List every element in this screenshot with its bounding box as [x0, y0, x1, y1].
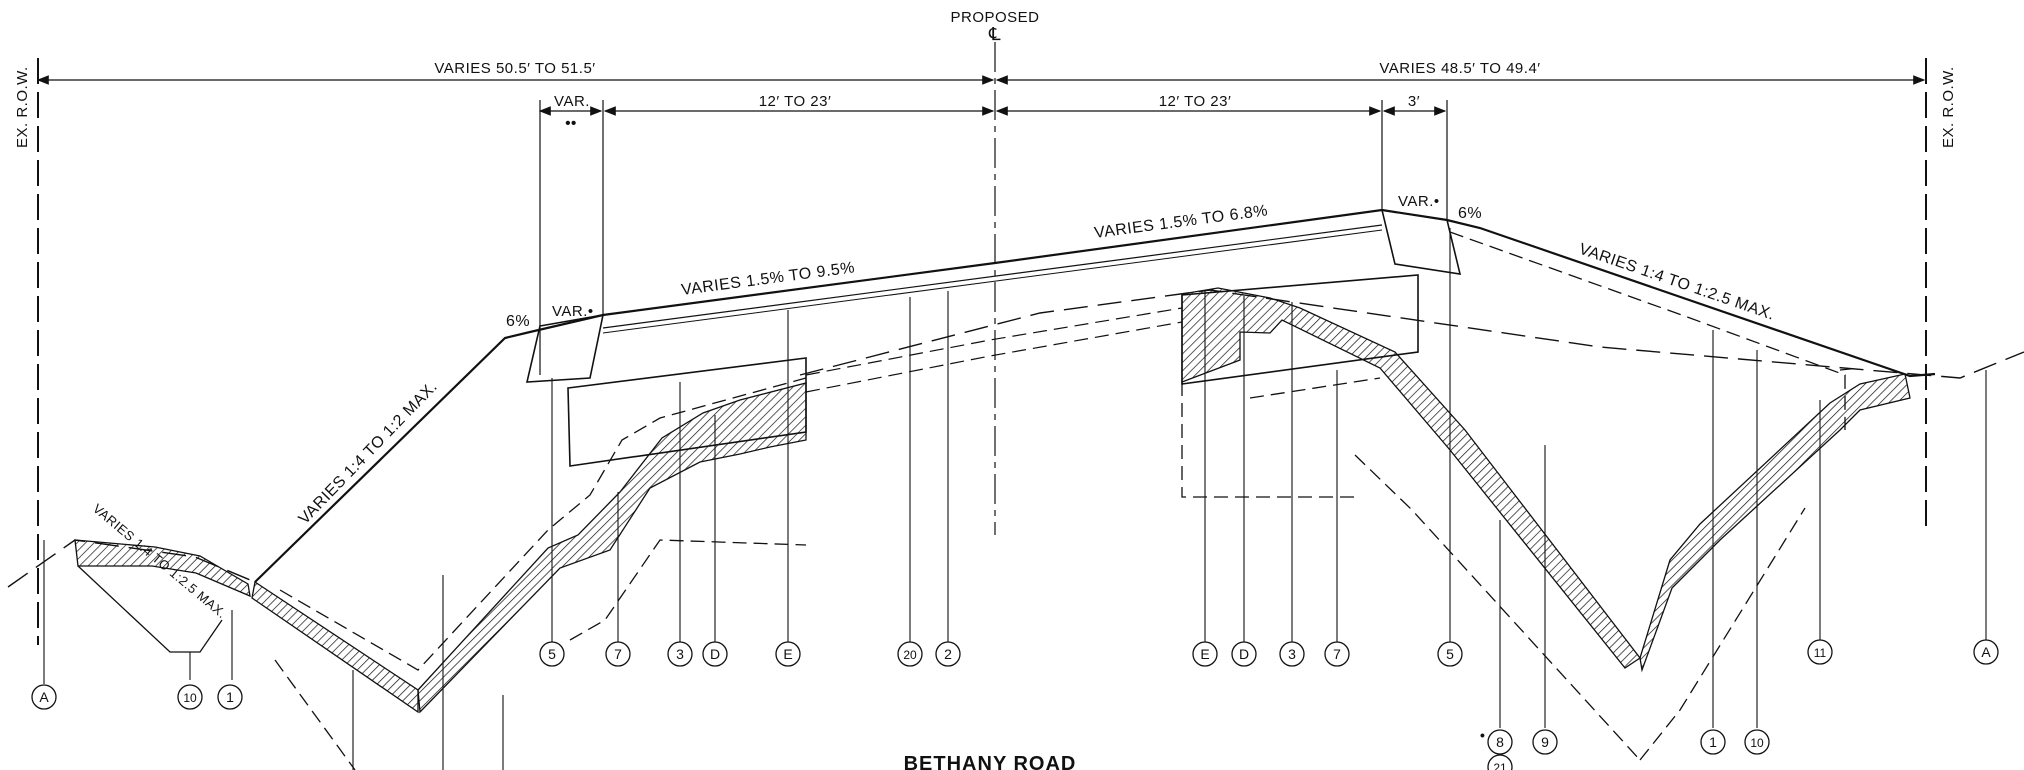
svg-text:1: 1 [226, 689, 234, 705]
svg-text:7: 7 [614, 646, 622, 662]
dim-lane-left: 12′ TO 23′ [759, 93, 832, 110]
shoulder-right [1380, 209, 1462, 275]
svg-text:8: 8 [1496, 734, 1504, 750]
callout-9: 9 [1532, 729, 1558, 755]
svg-text:10: 10 [1750, 736, 1764, 750]
svg-text:9: 9 [1541, 734, 1549, 750]
dim-var-left-marks: •• [565, 115, 577, 132]
slope-left-side: VARIES 1:4 TO 1:2 MAX. [296, 378, 441, 528]
callout-1-right: 1 [1700, 729, 1726, 755]
slope-road-right: VARIES 1.5% TO 6.8% [1093, 202, 1269, 242]
undercut-left-lower [274, 377, 1381, 770]
subgrade-center [805, 307, 1183, 393]
hatch-left-slope [251, 580, 419, 714]
row-line-left: EX. R.O.W. [14, 58, 39, 645]
svg-text:21: 21 [1493, 761, 1507, 770]
callout-E-right: E [1192, 641, 1218, 667]
svg-text:D: D [710, 646, 720, 662]
callout-20: 20 [897, 641, 923, 667]
callout-D-left: D [702, 641, 728, 667]
undercut-right-lower [1639, 367, 1861, 761]
svg-text:5: 5 [1446, 646, 1454, 662]
svg-text:10: 10 [183, 691, 197, 705]
callout-group: A 10 1 5 7 3 D E 20 2 E D 3 7 5 8 21 9 1… [31, 639, 1999, 770]
svg-text:5: 5 [548, 646, 556, 662]
existing-ground [7, 289, 2024, 588]
dim-var-left: VAR. [554, 93, 590, 110]
subgrade-left [77, 565, 223, 653]
shoulder-left [525, 314, 605, 383]
svg-text:20: 20 [903, 648, 917, 662]
pavement-line-2 [602, 229, 1383, 334]
slope-var-left: VAR.• [552, 303, 594, 320]
svg-text:1: 1 [1709, 734, 1717, 750]
hatch-center-right [1181, 287, 1641, 669]
dim-shoulder-right: 3′ [1408, 93, 1420, 110]
svg-text:D: D [1239, 646, 1249, 662]
svg-text:E: E [1200, 646, 1209, 662]
hatch-left-rise [417, 382, 807, 714]
row-label-left: EX. R.O.W. [14, 66, 31, 148]
undercut-center-right [1181, 231, 1846, 761]
callout-5-right: 5 [1437, 641, 1463, 667]
callout-10-left: 10 [177, 684, 203, 710]
callout-A-left: A [31, 684, 57, 710]
pavement-line [602, 224, 1383, 329]
row-label-right: EX. R.O.W. [1940, 66, 1957, 148]
row-line-right: EX. R.O.W. [1925, 58, 1957, 530]
callout-E-left: E [775, 641, 801, 667]
svg-text:E: E [783, 646, 792, 662]
callout-2: 2 [935, 641, 961, 667]
svg-text:3: 3 [676, 646, 684, 662]
svg-text:2: 2 [944, 646, 952, 662]
svg-text:7: 7 [1333, 646, 1341, 662]
svg-text:11: 11 [1814, 646, 1827, 660]
drawing-title: BETHANY ROAD [904, 753, 1077, 770]
callout-3-right: 3 [1279, 641, 1305, 667]
dim-left-total: VARIES 50.5′ TO 51.5′ [434, 60, 595, 77]
centerline-symbol: ℄ [988, 24, 1001, 44]
callout-11: 11 [1807, 639, 1833, 665]
callout-8: 8 [1487, 729, 1513, 755]
svg-text:A: A [39, 689, 49, 705]
finished-grade [254, 208, 1936, 583]
callout-1-left: 1 [217, 684, 243, 710]
callout-5-left: 5 [539, 641, 565, 667]
dim-lane-right: 12′ TO 23′ [1159, 93, 1232, 110]
slope-left-pct: 6% [506, 313, 530, 330]
callout-21: 21 [1487, 754, 1513, 770]
callout-8-mark: • [1480, 727, 1485, 743]
dimension-top [36, 75, 1926, 375]
callout-A-right: A [1973, 639, 1999, 665]
dim-right-total: VARIES 48.5′ TO 49.4′ [1379, 60, 1540, 77]
slope-var-right: VAR.• [1398, 193, 1440, 210]
leader-lines [43, 228, 1987, 770]
proposed-label: PROPOSED [950, 9, 1039, 26]
svg-text:A: A [1981, 644, 1991, 660]
hatch-right-slope [1639, 373, 1911, 673]
slope-right-side: VARIES 1:4 TO 1:2.5 MAX. [1577, 241, 1777, 324]
callout-7-left: 7 [605, 641, 631, 667]
hatch-left-ditch [74, 539, 251, 598]
callout-7-right: 7 [1324, 641, 1350, 667]
callout-10-right: 10 [1744, 729, 1770, 755]
slope-right-pct: 6% [1458, 205, 1482, 222]
callout-3-left: 3 [667, 641, 693, 667]
undercut-left [279, 377, 807, 671]
callout-D-right: D [1231, 641, 1257, 667]
svg-text:3: 3 [1288, 646, 1296, 662]
